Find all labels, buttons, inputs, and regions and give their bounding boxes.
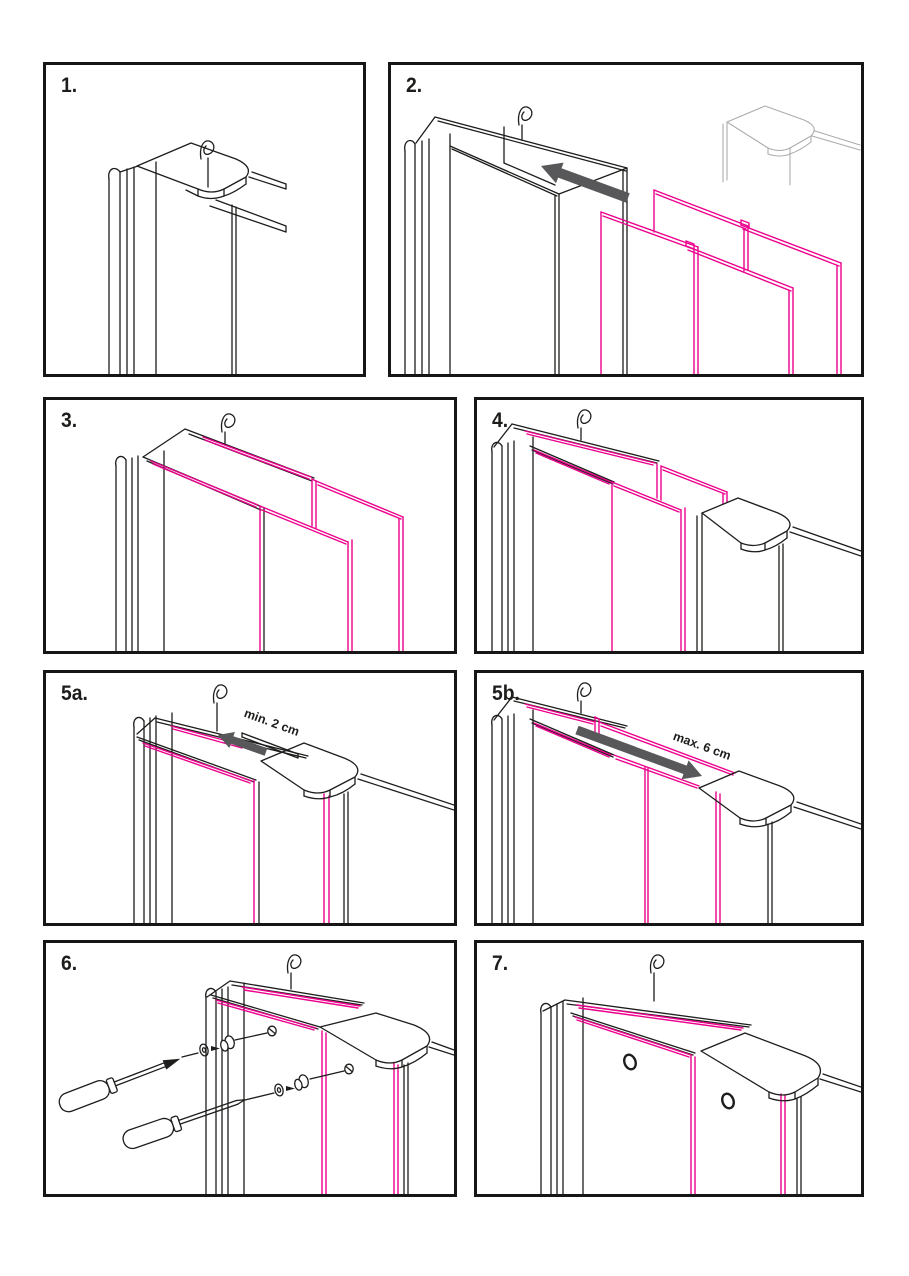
top-end-cap <box>136 142 250 200</box>
step-number: 6. <box>61 952 78 975</box>
sliding-end-cap <box>258 742 454 923</box>
top-channel-profile <box>415 116 628 374</box>
step-panel-7: 7. <box>474 940 864 1197</box>
extension-panels <box>215 986 399 1194</box>
slide-left-arrow-icon <box>218 732 268 756</box>
screwdriver-icon <box>58 1058 181 1113</box>
wall-profile <box>108 161 157 374</box>
screw-holes <box>623 1053 735 1110</box>
capped-profile-piece <box>696 497 861 651</box>
sliding-end-cap <box>700 1032 861 1194</box>
wall-profile <box>404 133 451 374</box>
step-1-illustration <box>108 140 287 374</box>
step-panel-4: 4. <box>474 397 864 654</box>
step-number: 4. <box>492 409 509 432</box>
screw-parts-upper <box>181 1025 277 1058</box>
extension-panels <box>524 703 736 923</box>
step-number: 3. <box>61 409 78 432</box>
extension-panels <box>524 430 728 651</box>
step-7-illustration <box>540 954 861 1194</box>
step-number: 5a. <box>61 682 88 705</box>
step-number: 2. <box>406 74 423 97</box>
step-5a-illustration <box>133 684 454 923</box>
sliding-end-cap <box>319 1012 454 1194</box>
screwdriver-icon-2 <box>122 1099 246 1150</box>
wall-rail <box>209 171 287 374</box>
step-4-illustration <box>491 409 861 651</box>
screw-parts-lower <box>244 1063 354 1101</box>
step-panel-5a: 5a. min. 2 cm <box>43 670 457 926</box>
step-panel-3: 3. <box>43 397 457 654</box>
extension-panels <box>150 436 404 651</box>
step-number: 1. <box>61 74 78 97</box>
step-5b-illustration <box>491 682 861 923</box>
hanger-hook-icon <box>212 684 228 732</box>
hanger-hook-icon <box>199 140 215 188</box>
hanger-hook-icon <box>220 413 236 446</box>
measurement-tab <box>241 732 299 759</box>
hanger-hook-icon <box>286 954 302 990</box>
step-number: 5b. <box>492 682 520 705</box>
wall-profile <box>491 436 534 651</box>
step-panel-2: 2. <box>388 62 864 377</box>
top-channel-profile <box>493 423 660 485</box>
sliding-end-cap <box>698 770 861 923</box>
top-channel-profile <box>142 428 315 651</box>
hanger-hook-icon <box>576 682 592 714</box>
extension-panels <box>142 725 330 923</box>
wall-profile <box>491 709 534 923</box>
wall-profile <box>115 450 165 651</box>
slide-in-arrow-icon <box>541 162 630 203</box>
step-2-illustration <box>404 105 861 374</box>
step-3-illustration <box>115 413 404 651</box>
extension-panels <box>574 1004 786 1194</box>
wall-profile <box>540 997 584 1194</box>
step-panel-5b: 5b. max. 6 cm <box>474 670 864 926</box>
hanger-hook-icon <box>576 409 592 441</box>
slide-right-arrow-icon <box>575 725 702 780</box>
extension-panels <box>600 189 842 374</box>
step-panel-6: 6. <box>43 940 457 1197</box>
step-number: 7. <box>492 952 509 975</box>
removed-cap-reference <box>722 105 861 186</box>
hanger-hook-icon <box>517 106 533 140</box>
wall-profile <box>205 982 245 1194</box>
step-panel-1: 1. <box>43 62 366 377</box>
step-6-illustration <box>58 954 454 1194</box>
hanger-hook-icon <box>649 954 665 1002</box>
